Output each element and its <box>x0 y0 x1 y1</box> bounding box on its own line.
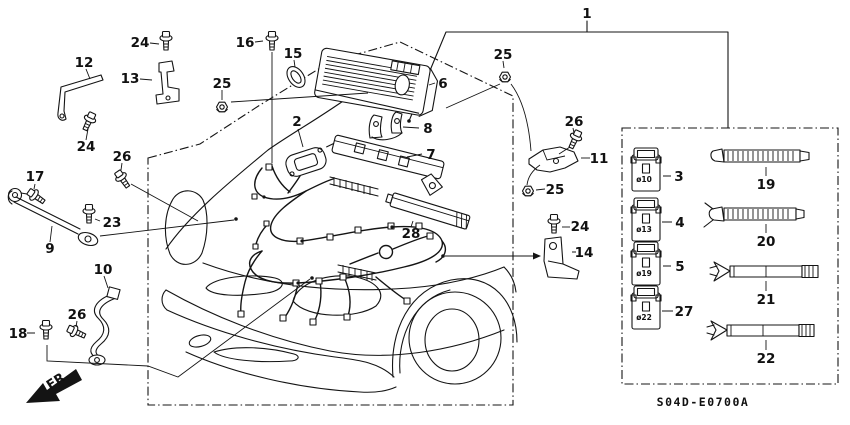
callout-6: 6 <box>438 76 447 92</box>
callout-28: 28 <box>402 226 421 242</box>
connector-4-diameter: ø13 <box>636 225 652 234</box>
callout-4: 4 <box>675 215 684 231</box>
callout-25b: 25 <box>494 47 513 63</box>
connector-3-diameter: ø10 <box>636 175 652 184</box>
panel-tie-20 <box>703 202 805 228</box>
part-12-bracket <box>57 74 104 121</box>
main-diagram-boundary <box>147 41 514 406</box>
panel-connector-27: ø22 <box>630 285 662 330</box>
callout-7: 7 <box>426 147 435 163</box>
part-8-bracket <box>368 111 403 141</box>
part-28-cover-strip <box>385 192 471 230</box>
callout-5: 5 <box>675 259 684 275</box>
part-14-bracket <box>543 236 580 280</box>
callout-27: 27 <box>675 304 694 320</box>
panel-connector-4: ø13 <box>630 197 662 242</box>
callout-26a: 26 <box>565 114 584 130</box>
part-2-connector <box>285 147 327 177</box>
callout-10: 10 <box>94 262 113 278</box>
part-15-grommet <box>286 66 306 88</box>
car-front-outline <box>161 91 518 393</box>
callout-11: 11 <box>590 151 609 167</box>
parts-panel-box <box>621 127 839 385</box>
panel-connector-3: ø10 <box>630 147 662 192</box>
diagram-code: S04D-E0700A <box>657 395 750 409</box>
wire-harness <box>237 163 447 326</box>
panel-tie-21 <box>709 261 819 282</box>
callout-26c: 26 <box>113 149 132 165</box>
part-6-engine-cover <box>314 47 439 117</box>
callout-25a: 25 <box>213 76 232 92</box>
callout-24b: 24 <box>77 139 96 155</box>
callout-13: 13 <box>121 71 140 87</box>
panel-leaders <box>662 167 767 350</box>
callout-2: 2 <box>292 114 301 130</box>
callout-22: 22 <box>757 351 776 367</box>
callout-19: 19 <box>757 177 776 193</box>
callout-1-leader <box>407 20 729 129</box>
part-13-bracket <box>155 60 180 105</box>
connector-5-diameter: ø19 <box>636 269 652 278</box>
panel-tie-19 <box>710 148 810 163</box>
callout-23: 23 <box>103 215 122 231</box>
callout-9: 9 <box>45 241 54 257</box>
panel-connector-5: ø19 <box>630 241 662 286</box>
callout-26b: 26 <box>68 307 87 323</box>
callout-12: 12 <box>75 55 94 71</box>
part-17-sensor <box>7 187 28 203</box>
callout-1: 1 <box>582 6 591 22</box>
callout-24a: 24 <box>131 35 150 51</box>
callout-3: 3 <box>674 169 683 185</box>
callout-24c: 24 <box>571 219 590 235</box>
callout-25c: 25 <box>546 182 565 198</box>
callout-21: 21 <box>757 292 776 308</box>
leader-lines <box>27 40 590 378</box>
callout-15: 15 <box>284 46 303 62</box>
connector-27-diameter: ø22 <box>636 313 652 322</box>
part-7-harness-bracket-bar <box>326 134 445 196</box>
callout-14: 14 <box>575 245 594 261</box>
callout-8: 8 <box>423 121 432 137</box>
panel-tie-22 <box>706 320 815 341</box>
part-10-ground-cable <box>88 286 121 366</box>
callout-labels: 1 2 6 7 8 9 10 11 12 13 14 15 16 17 18 2… <box>9 6 609 342</box>
callout-16: 16 <box>236 35 255 51</box>
part-11-bracket <box>528 146 579 173</box>
part-9-ground-rod <box>7 190 99 247</box>
callout-18: 18 <box>9 326 28 342</box>
callout-17: 17 <box>26 169 45 185</box>
fr-direction-arrow: FR. <box>26 368 82 403</box>
callout-20: 20 <box>757 234 776 250</box>
panel-labels: 3 4 5 27 19 20 21 22 <box>674 169 775 367</box>
